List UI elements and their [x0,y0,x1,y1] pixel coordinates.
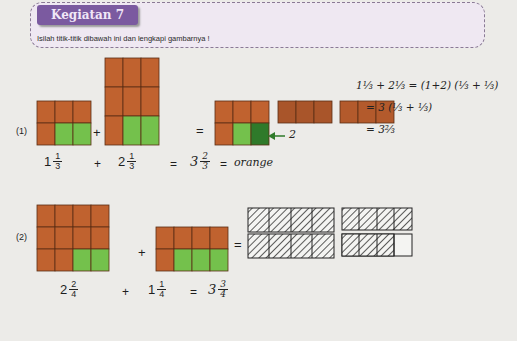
plus-sign: + [138,246,146,260]
denominator: 4 [69,290,78,299]
mixed-fraction: 113 [44,152,62,172]
fraction: 23 [200,152,210,172]
fraction: 34 [218,280,228,300]
whole-number: 1 [148,283,155,297]
numerator: 1 [157,280,166,290]
numerator: 1 [53,152,62,162]
equals-sign: = [234,238,242,252]
whole-number: 3 [190,155,198,169]
mixed-fraction: 213 [118,152,136,172]
problem-number: (2) [16,233,27,243]
mixed-fraction: 114 [148,280,166,300]
annotation: 2 [289,129,296,141]
whole-number: 3 [208,283,216,297]
denominator: 3 [127,162,136,171]
numerator: 1 [127,152,136,162]
plus-sign: + [93,126,101,140]
handwritten-answer: orange [234,157,273,169]
numerator: 2 [200,152,210,162]
activity-banner: Kegiatan 7 [37,5,138,25]
fraction: 13 [127,152,136,172]
equals-sign: = [190,286,197,299]
handwritten-working: = 3 (⅓ + ⅓) [366,102,432,114]
numerator: 2 [69,280,78,290]
fraction: 13 [53,152,62,172]
fraction: 24 [69,280,78,300]
numerator: 3 [218,280,228,290]
instruction-text: Isilah titik-titik dibawah ini dan lengk… [37,34,210,43]
whole-number: 2 [118,155,125,169]
mixed-fraction: 323 [190,152,210,172]
denominator: 3 [53,162,62,171]
plus-sign: + [94,158,101,171]
equals-sign: = [196,124,204,138]
mixed-fraction: 224 [60,280,78,300]
whole-number: 2 [60,283,67,297]
mixed-fraction: 334 [208,280,228,300]
problem-number: (1) [16,127,27,137]
denominator: 4 [157,290,166,299]
equals-sign: = [220,158,227,171]
instruction-panel: Isilah titik-titik dibawah ini dan lengk… [30,2,485,48]
denominator: 3 [200,162,210,171]
equals-sign: = [170,158,177,171]
handwritten-working: 1⅓ + 2⅓ = (1+2) (⅓ + ⅓) [356,80,498,92]
banner-title: Kegiatan 7 [37,5,138,25]
whole-number: 1 [44,155,51,169]
plus-sign: + [122,286,129,299]
denominator: 4 [218,290,228,299]
fraction: 14 [157,280,166,300]
handwritten-working: = 3⅔ [366,124,395,136]
